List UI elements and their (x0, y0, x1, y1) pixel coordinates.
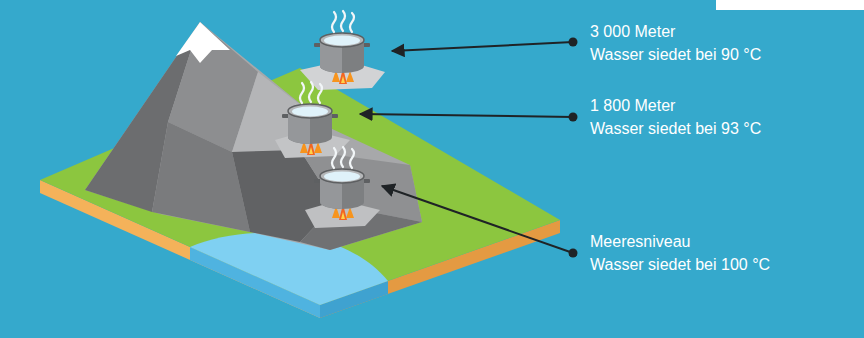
boiling-point-label: Wasser siedet bei 93 °C (590, 119, 761, 139)
lake (190, 233, 388, 305)
leader-dot (569, 249, 578, 258)
leader-dot (569, 38, 578, 47)
mountain-face (152, 122, 250, 232)
leader-arrow (392, 42, 573, 51)
altitude-label: 3 000 Meter (590, 22, 675, 42)
cooking-pot (314, 147, 370, 220)
corner-notch (716, 0, 864, 10)
mountain (85, 22, 422, 250)
leader-arrow (360, 114, 573, 117)
boiling-point-label: Wasser siedet bei 100 °C (590, 255, 770, 275)
leader-arrow (382, 186, 573, 253)
cooking-pot (314, 11, 370, 84)
altitude-label: 1 800 Meter (590, 96, 675, 116)
snow-cap (176, 22, 230, 63)
cooking-pot (282, 82, 338, 155)
altitude-label: Meeresniveau (590, 232, 691, 252)
boiling-point-label: Wasser siedet bei 90 °C (590, 45, 761, 65)
leader-dot (569, 113, 578, 122)
